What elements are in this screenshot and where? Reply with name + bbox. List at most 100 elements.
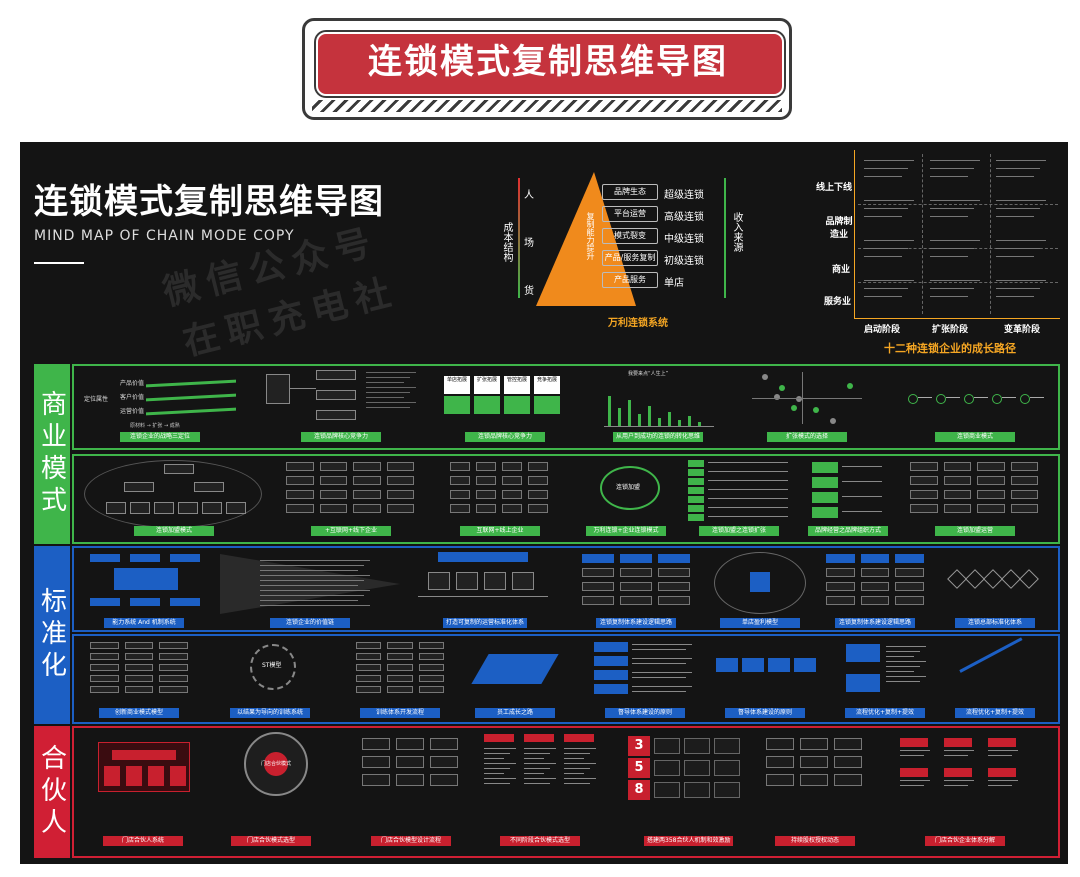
diagram-node xyxy=(353,490,381,499)
scatter-dot xyxy=(813,407,819,413)
diagram-node xyxy=(620,596,652,605)
ch-box: 管控拓展 xyxy=(504,376,530,394)
model-center xyxy=(750,572,770,592)
diagram-node xyxy=(154,502,174,514)
red-tag xyxy=(900,768,928,777)
green-tag xyxy=(812,492,838,503)
connector-line xyxy=(366,392,410,393)
connector-line xyxy=(988,755,1012,756)
connector-line xyxy=(886,651,920,652)
connector-line xyxy=(366,387,416,388)
center-block xyxy=(114,568,178,590)
panel-caption: 连锁商业模式 xyxy=(935,432,1015,442)
connector-line xyxy=(484,783,510,784)
diagram-node xyxy=(977,504,1005,513)
diagram-node xyxy=(316,370,356,380)
diagram-node xyxy=(316,390,356,400)
diagram-node xyxy=(124,686,154,693)
green-tag xyxy=(688,496,704,503)
panel-caption: 连锁复制体系建设逻辑思路 xyxy=(835,618,915,628)
diagram-node xyxy=(512,572,534,590)
arrow-shape xyxy=(220,554,400,614)
diagram-node xyxy=(476,490,496,499)
red-tag xyxy=(944,738,972,747)
connector-line xyxy=(484,753,510,754)
growth-arrow xyxy=(959,637,1023,673)
connector-line xyxy=(632,644,692,645)
connector-line xyxy=(484,763,516,764)
partner-pillar xyxy=(126,766,142,786)
blue-tag xyxy=(130,598,160,606)
panel-caption: 持续股权授权动态 xyxy=(775,836,855,846)
diagram-node xyxy=(159,642,188,649)
diagram-node xyxy=(834,774,862,786)
diagram-node xyxy=(319,490,347,499)
diagram-node xyxy=(356,653,382,660)
pyramid-level-1: 品牌生态 xyxy=(602,184,658,200)
connector-line xyxy=(842,511,882,512)
growth-cell-line xyxy=(996,176,1034,177)
diagram-node xyxy=(1010,490,1038,499)
poster-subtitle: MIND MAP OF CHAIN MODE COPY xyxy=(34,228,295,244)
connector-line xyxy=(842,496,882,497)
panel-caption: 连锁加盟模式 xyxy=(134,526,214,536)
connector-line xyxy=(988,780,1018,781)
growth-cell-line xyxy=(996,240,1046,241)
panel-caption: 以结果为导向的训练系统 xyxy=(230,708,310,718)
diagram-node xyxy=(178,502,198,514)
diagram-node xyxy=(582,568,614,577)
scatter-dot xyxy=(774,394,780,400)
vp-bar xyxy=(146,393,236,402)
connector-line xyxy=(886,671,914,672)
level-item: 模式裂变 xyxy=(614,231,646,240)
diagram-node xyxy=(396,756,424,768)
pyramid-diagram: 成本结构 人 场 货 复制能力提升 品牌生态 平台运营 模式裂变 产品/服务复制… xyxy=(498,164,748,334)
pyramid-center-text: 复制能力提升 xyxy=(586,212,595,260)
partner-pillar xyxy=(104,766,120,786)
panel-caption: 门店合伙人系统 xyxy=(103,836,183,846)
connector-line xyxy=(988,785,1012,786)
blue-tag xyxy=(594,670,628,680)
lollipop-bar xyxy=(648,406,651,426)
st-center: ST模型 xyxy=(262,662,282,669)
diagram-node xyxy=(356,675,382,682)
growth-cell-line xyxy=(864,168,908,169)
diagram-node xyxy=(476,462,496,471)
growth-cell-line xyxy=(996,200,1046,201)
diagram-node xyxy=(319,476,347,485)
growth-row-label: 线上下线 xyxy=(816,183,853,193)
growth-caption: 十二种连锁企业的成长路径 xyxy=(884,342,1016,355)
diagram-node xyxy=(977,462,1005,471)
connector-line xyxy=(1002,397,1016,398)
diagram-node xyxy=(502,462,522,471)
section-label-text: 商业模式 xyxy=(36,390,67,518)
connector-line xyxy=(260,585,358,586)
connector-line xyxy=(886,646,926,647)
green-tag xyxy=(688,487,704,494)
vp-bar xyxy=(146,379,236,388)
connector-line xyxy=(524,758,544,759)
diagram-node xyxy=(90,642,119,649)
diagram-node xyxy=(658,568,690,577)
diagram-node xyxy=(528,462,548,471)
connector-line xyxy=(564,773,584,774)
growth-stage: 扩张阶段 xyxy=(932,325,969,335)
st-ring xyxy=(250,644,296,690)
diagram-node xyxy=(826,554,855,563)
diagram-node xyxy=(353,462,381,471)
diagram-node xyxy=(396,774,424,786)
flow-dot xyxy=(908,394,918,404)
diagram-node xyxy=(124,675,154,682)
pyramid-level-3: 模式裂变 xyxy=(602,228,658,244)
diagram-node xyxy=(684,760,710,776)
connector-line xyxy=(988,750,1018,751)
diagram-node xyxy=(456,572,478,590)
green-tag xyxy=(688,478,704,485)
connector-line xyxy=(886,681,920,682)
connector-line xyxy=(900,785,924,786)
connector-line xyxy=(944,785,968,786)
diagram-node xyxy=(502,476,522,485)
connector-line xyxy=(524,773,544,774)
connector-line xyxy=(944,750,974,751)
diagram-node xyxy=(620,554,652,563)
